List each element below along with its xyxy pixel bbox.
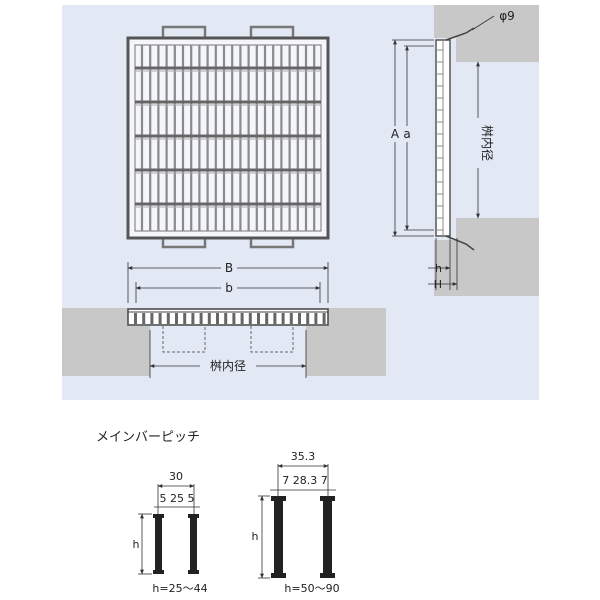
pitch-small-range: h=25〜44 — [152, 582, 207, 595]
pitch-small-detail: 5 25 5 — [160, 492, 195, 505]
handle-dashed-right — [250, 326, 294, 353]
anchor-bottom — [445, 235, 475, 251]
lift-handle-bottom-right — [249, 235, 295, 249]
pitch-small-bar-right — [190, 516, 197, 572]
dim-H-label: H — [434, 278, 442, 291]
width-dimensions: B b — [127, 260, 329, 303]
pitch-small-h: h — [133, 538, 140, 551]
plan-view — [126, 25, 330, 249]
section-bar — [281, 313, 285, 324]
pitch-detail-small: 30 5 25 5 h h=25〜44 — [133, 470, 208, 595]
section-bar — [207, 313, 211, 324]
side-wall-top — [434, 5, 539, 62]
section-bar — [322, 313, 326, 324]
section-bar — [183, 313, 187, 324]
section-bar — [166, 313, 170, 324]
section-bar — [240, 313, 244, 324]
pitch-small-bar-left — [155, 516, 162, 572]
section-bar — [216, 313, 219, 324]
pitch-large-total: 35.3 — [291, 450, 316, 463]
section-bar — [289, 313, 293, 324]
pitch-small-total: 30 — [169, 470, 183, 483]
dim-h-label: h — [435, 262, 442, 275]
pitch-large-range: h=50〜90 — [284, 582, 339, 595]
lift-handle-bottom-left — [161, 235, 207, 249]
section-opening-label: 桝内径 — [210, 358, 246, 373]
pitch-detail-large: 35.3 7 28.3 7 h h=50〜90 — [252, 450, 340, 595]
section-bar — [248, 313, 252, 324]
handle-dashed-left — [162, 326, 206, 353]
pitch-large-bar-right — [323, 500, 332, 574]
section-bar — [142, 313, 146, 324]
section-bar — [158, 313, 162, 324]
section-bar — [199, 313, 203, 324]
anchor-top — [445, 27, 475, 41]
dim-a-label: a — [403, 127, 410, 141]
dim-A-label: A — [391, 127, 400, 141]
dim-b-label: b — [225, 281, 233, 295]
lift-handle-top-left — [161, 25, 207, 40]
anchor-phi9-label: φ9 — [499, 9, 515, 23]
section-bar — [150, 313, 154, 324]
section-bar — [224, 313, 228, 324]
section-bar — [306, 313, 310, 324]
lift-handle-top-right — [249, 25, 295, 40]
section-bar — [298, 313, 301, 324]
section-bar — [265, 313, 269, 324]
pitch-title: メインバーピッチ — [96, 430, 200, 445]
section-bar — [175, 313, 178, 324]
section-bar — [134, 313, 137, 324]
ground-right — [306, 308, 386, 376]
section-bar — [232, 313, 236, 324]
pitch-large-h: h — [252, 530, 259, 543]
side-opening-label: 桝内径 — [480, 125, 495, 161]
section-view: 桝内径 — [62, 308, 386, 378]
section-bar — [257, 313, 260, 324]
side-view: φ9 A a 桝内径 h H — [389, 5, 539, 296]
side-wall-bottom — [434, 218, 539, 296]
section-bar — [191, 313, 195, 324]
pitch-large-detail: 7 28.3 7 — [282, 474, 327, 487]
section-bar — [314, 313, 318, 324]
section-bar — [273, 313, 277, 324]
pitch-large-bar-left — [274, 500, 283, 574]
dim-B-label: B — [225, 261, 233, 275]
